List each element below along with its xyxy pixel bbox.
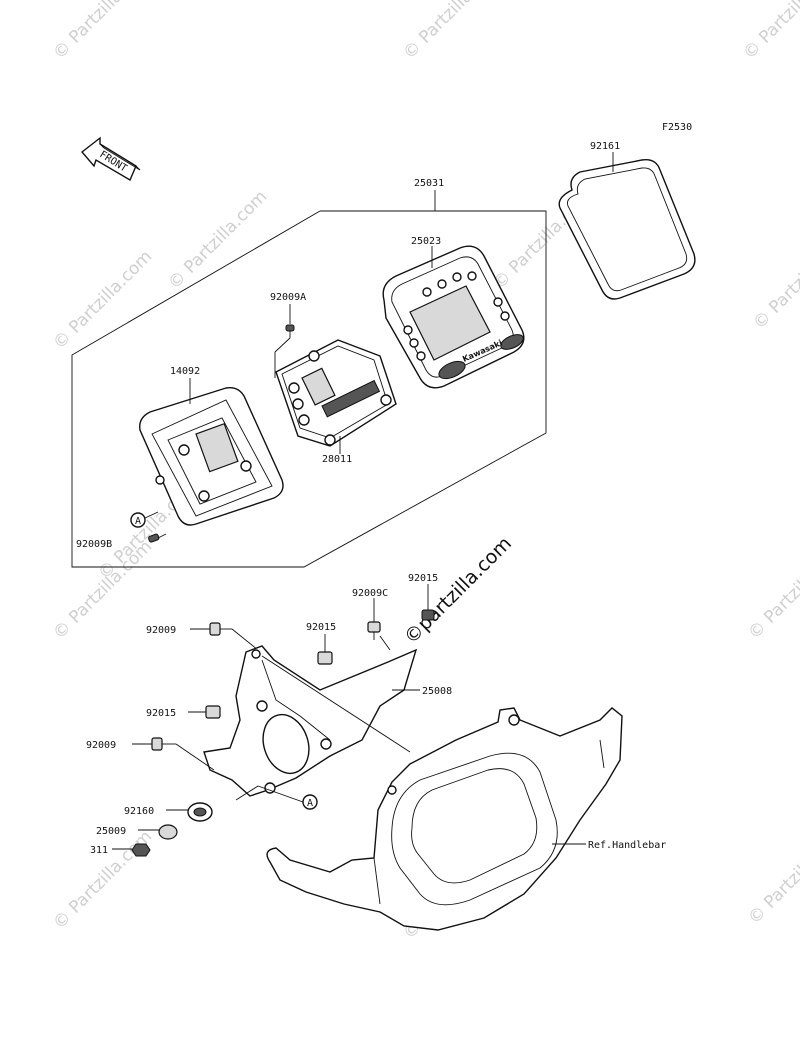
- watermark: © Partzilla.com: [749, 227, 800, 334]
- part-number-92161: 92161: [590, 141, 620, 152]
- reference-marker-a-top: [130, 512, 146, 528]
- screw-92009A: [285, 324, 295, 338]
- meter-25023: Kawasaki: [382, 245, 525, 389]
- damper-92160: [187, 802, 213, 822]
- washer-25009: [158, 824, 178, 840]
- part-number-92015-left: 92015: [146, 708, 176, 719]
- figure-code: F2530: [662, 122, 692, 133]
- screw-92009-top: [209, 622, 232, 636]
- part-number-25009: 25009: [96, 826, 126, 837]
- watermark: © Partzilla.com: [49, 0, 156, 64]
- part-number-14092: 14092: [170, 366, 200, 377]
- reference-marker-a-bottom-label: A: [307, 798, 313, 809]
- part-number-25023: 25023: [411, 236, 441, 247]
- handlebar-cover-reference: [266, 707, 623, 931]
- bracket-25008: [203, 645, 418, 797]
- clip-92015-mid: [317, 651, 333, 665]
- front-arrow-icon: FRONT: [80, 136, 141, 182]
- watermark: © Partzilla.com: [744, 822, 800, 929]
- part-number-28011: 28011: [322, 454, 352, 465]
- watermark: © Partzilla.com: [739, 0, 800, 64]
- screw-92009C: [367, 621, 381, 640]
- watermark-center: ©partzilla.com: [400, 533, 516, 649]
- part-number-25031: 25031: [414, 178, 444, 189]
- case-14092: [139, 386, 284, 526]
- watermark: © Partzilla.com: [49, 827, 156, 934]
- part-number-92009-left: 92009: [86, 740, 116, 751]
- part-number-311: 311: [90, 845, 108, 856]
- part-number-92009-top: 92009: [146, 625, 176, 636]
- part-number-92009C: 92009C: [352, 588, 388, 599]
- part-number-92015-top: 92015: [408, 573, 438, 584]
- screw-92009B: [148, 533, 167, 543]
- cover-28011: [275, 339, 397, 447]
- watermark: © Partzilla.com: [49, 537, 156, 644]
- watermark: © Partzilla.com: [399, 0, 506, 64]
- part-number-92015-mid: 92015: [306, 622, 336, 633]
- clip-92015-top: [421, 609, 435, 621]
- part-number-92009A: 92009A: [270, 292, 306, 303]
- clip-92015-left: [205, 705, 221, 719]
- gasket-92161: [558, 159, 696, 300]
- screw-92009-left: [151, 737, 176, 751]
- part-number-92160: 92160: [124, 806, 154, 817]
- reference-marker-a-top-label: A: [135, 516, 141, 527]
- reference-note-handlebar: Ref.Handlebar: [588, 840, 666, 851]
- part-number-25008: 25008: [422, 686, 452, 697]
- assembly-outline-25031: [71, 210, 547, 568]
- watermark: © Partzilla.com: [744, 537, 800, 644]
- nut-311: [131, 843, 151, 857]
- part-number-92009B: 92009B: [76, 539, 112, 550]
- watermark: © Partzilla.com: [164, 187, 271, 294]
